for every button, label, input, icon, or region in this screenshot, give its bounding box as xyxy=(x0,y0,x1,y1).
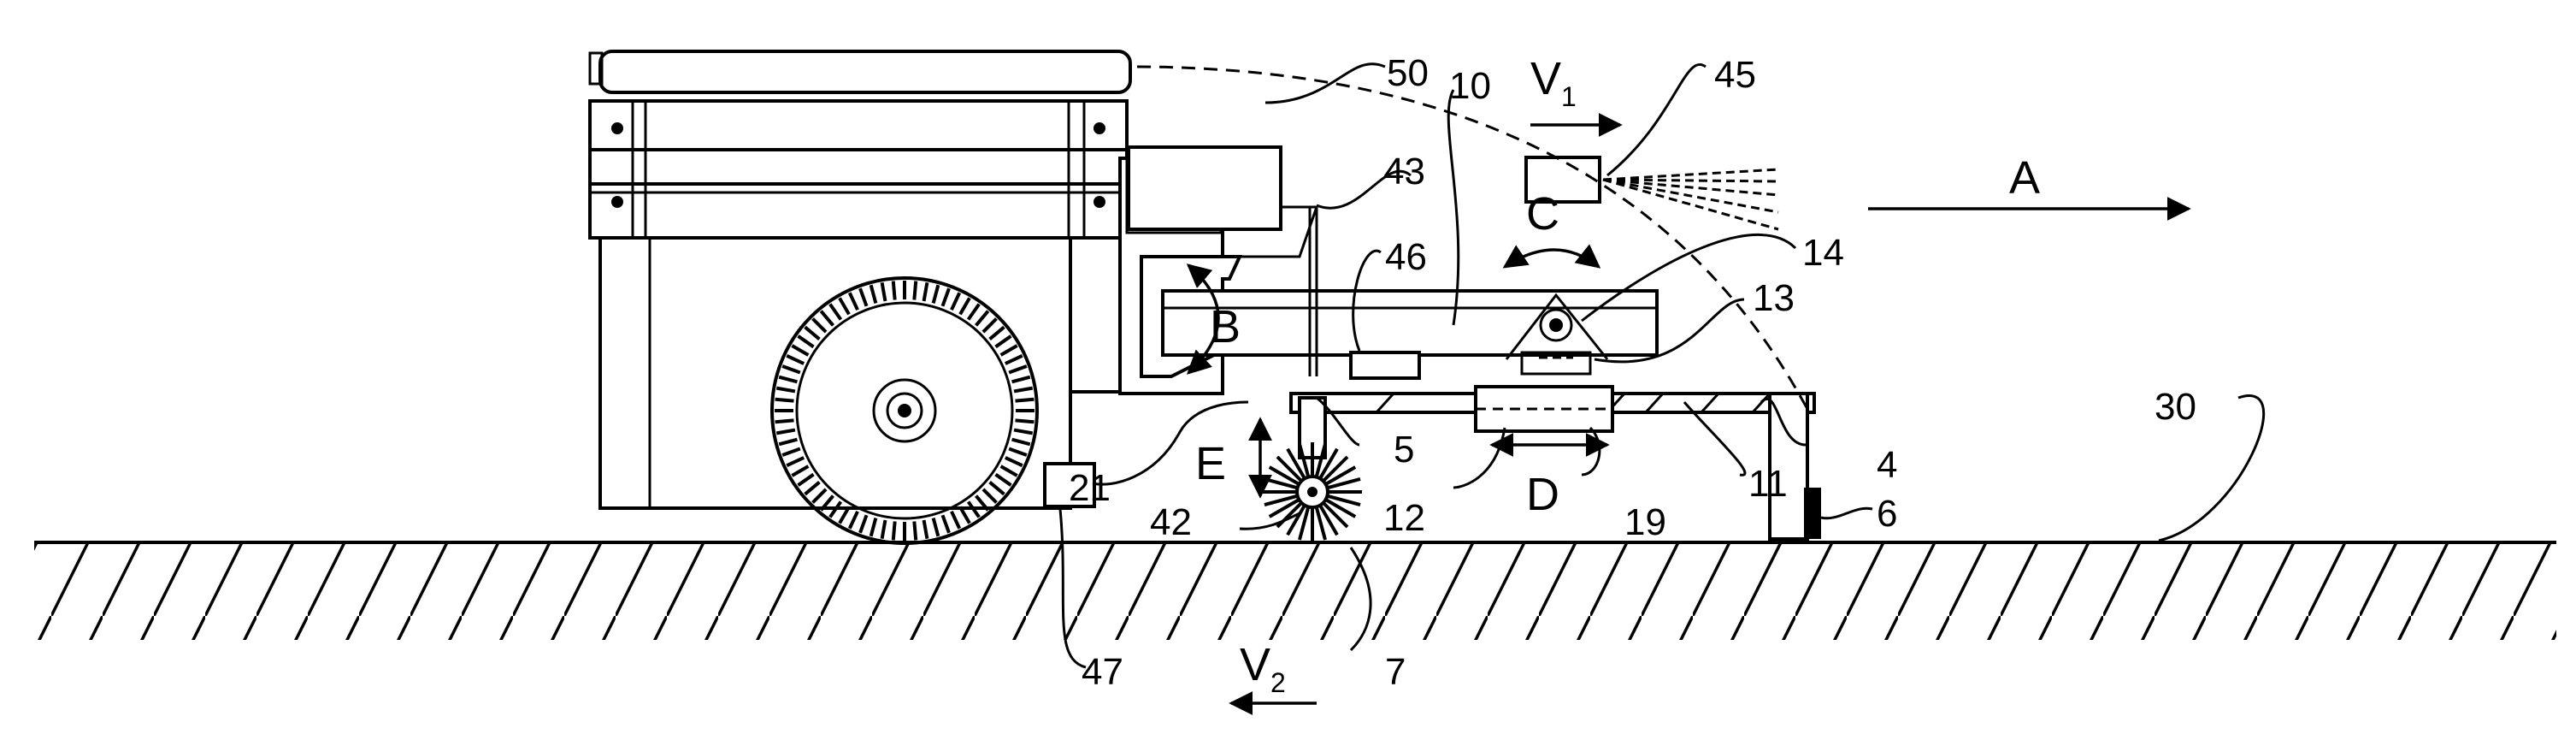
label-arrow-B: B xyxy=(1210,301,1241,352)
tread-line xyxy=(952,512,959,529)
tread-line xyxy=(893,281,895,300)
label-arrow-D: D xyxy=(1526,469,1559,520)
sweep-arc xyxy=(1137,67,1808,411)
label-5: 5 xyxy=(1394,429,1414,471)
tread-line xyxy=(1016,400,1035,401)
label-13: 13 xyxy=(1753,277,1795,319)
ground xyxy=(34,542,2556,640)
tread-line xyxy=(860,515,867,533)
label-arrow-E: E xyxy=(1195,438,1226,489)
label-43: 43 xyxy=(1383,151,1425,192)
rotary-brush xyxy=(1263,442,1362,542)
tread-line xyxy=(893,522,895,541)
label-46: 46 xyxy=(1385,236,1427,278)
label-v2: V2 xyxy=(1240,639,1286,698)
tread-line xyxy=(914,522,916,541)
label-19: 19 xyxy=(1624,501,1666,543)
tread-line xyxy=(850,512,858,529)
label-4: 4 xyxy=(1877,444,1897,486)
label-11: 11 xyxy=(1748,463,1788,505)
tread-line xyxy=(871,518,876,536)
label-50: 50 xyxy=(1387,52,1429,94)
label-12: 12 xyxy=(1383,497,1425,539)
tread-line xyxy=(1016,420,1035,422)
label-arrow-C: C xyxy=(1526,188,1559,240)
label-47: 47 xyxy=(1082,651,1123,693)
tread-line xyxy=(924,520,928,539)
label-v1: V1 xyxy=(1530,53,1577,112)
label-30: 30 xyxy=(2155,386,2196,428)
tread-line xyxy=(914,281,916,300)
sensor-45 xyxy=(1526,157,1778,229)
label-6: 6 xyxy=(1877,493,1897,535)
label-45: 45 xyxy=(1714,54,1756,96)
label-14: 14 xyxy=(1802,232,1844,274)
label-10: 10 xyxy=(1449,65,1491,107)
tread-line xyxy=(942,515,949,533)
tread-line xyxy=(775,420,794,422)
label-7: 7 xyxy=(1385,651,1406,693)
arm-assembly xyxy=(1141,207,1821,539)
tread-line xyxy=(775,400,794,401)
tread-line xyxy=(934,518,939,536)
label-42: 42 xyxy=(1150,501,1192,543)
label-21: 21 xyxy=(1069,467,1111,509)
label-arrow-A: A xyxy=(2009,152,2040,204)
tread-line xyxy=(882,520,886,539)
